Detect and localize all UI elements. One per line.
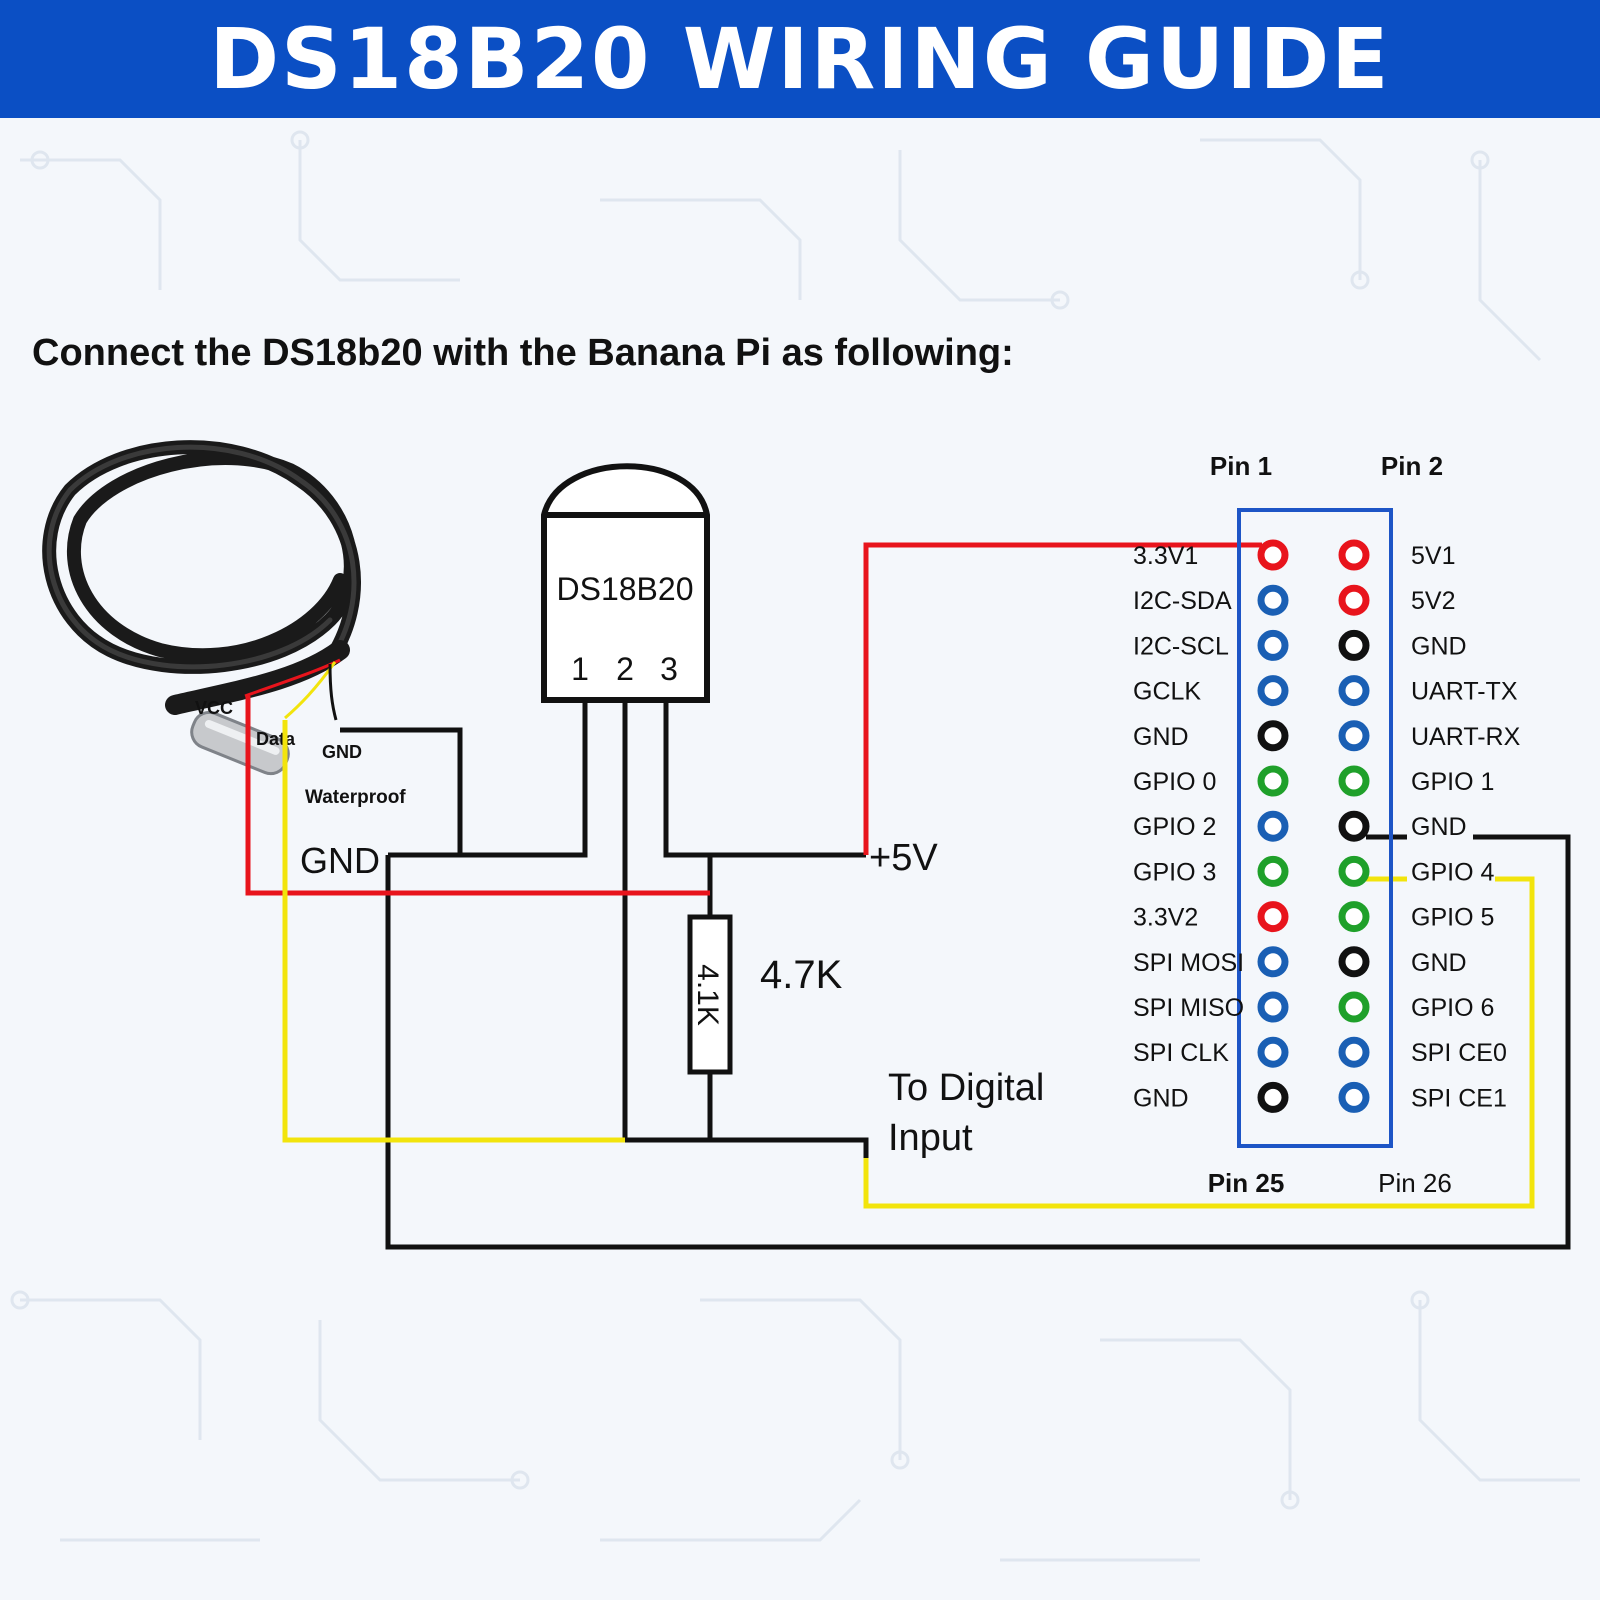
gpio-pin-right-13	[1338, 1081, 1370, 1113]
instruction-text: Connect the DS18b20 with the Banana Pi a…	[32, 332, 1014, 374]
gpio-pin-left-4	[1257, 675, 1289, 707]
gpio-right-label: GND	[1411, 949, 1467, 977]
gpio-pin-right-6	[1338, 765, 1370, 797]
gpio-pin-left-13	[1257, 1081, 1289, 1113]
gpio-right-label: GPIO 1	[1411, 768, 1494, 796]
gpio-pin2-label: Pin 2	[1381, 451, 1443, 481]
probe-vcc-label: VCC	[195, 698, 233, 718]
gpio-pin-left-5	[1257, 720, 1289, 752]
gpio-pin-left-12	[1257, 1036, 1289, 1068]
gpio-left-label: GND	[1133, 1084, 1189, 1112]
gpio-pin-left-10	[1257, 946, 1289, 978]
sensor-pin-wires	[622, 700, 869, 1158]
gnd-label: GND	[300, 840, 380, 881]
gpio-left-label: GPIO 0	[1133, 768, 1216, 796]
gpio-pin-right-12	[1338, 1036, 1370, 1068]
gpio-pin-left-6	[1257, 765, 1289, 797]
power-wire	[245, 542, 1262, 896]
gpio-pin-right-10	[1338, 946, 1370, 978]
resistor-body-label: 4.1K	[691, 964, 724, 1026]
gpio-left-label: GPIO 2	[1133, 813, 1216, 841]
gpio-pin-right-4	[1338, 675, 1370, 707]
gpio-left-label: SPI CLK	[1133, 1039, 1229, 1067]
gpio-right-label: GND	[1411, 813, 1467, 841]
gpio-left-label: SPI MISO	[1133, 994, 1244, 1022]
gpio-left-label: 3.3V2	[1133, 904, 1198, 932]
gpio-header-outline	[1237, 508, 1393, 1148]
gpio-pin-right-9	[1338, 901, 1370, 933]
resistor-value-label: 4.7K	[760, 953, 843, 997]
title-banner: DS18B20 WIRING GUIDE	[0, 0, 1600, 118]
ds18b20-sensor	[541, 463, 710, 703]
gpio-right-label: SPI CE1	[1411, 1084, 1507, 1112]
data-wire	[282, 720, 1535, 1209]
gpio-pin-right-3	[1338, 629, 1370, 661]
gpio-pin25-label: Pin 25	[1208, 1168, 1285, 1198]
gpio-left-label: 3.3V1	[1133, 542, 1198, 570]
sensor-name-label: DS18B20	[557, 571, 694, 607]
gpio-left-label: GND	[1133, 723, 1189, 751]
gpio-left-label: I2C-SCL	[1133, 632, 1229, 660]
gpio-pin-right-1	[1338, 539, 1370, 571]
gpio-pin-left-2	[1257, 584, 1289, 616]
sensor-pin-3-label: 3	[660, 651, 678, 687]
gpio-right-label: SPI CE0	[1411, 1039, 1507, 1067]
gpio-pin1-label: Pin 1	[1210, 451, 1272, 481]
sensor-pin-2-label: 2	[616, 651, 634, 687]
probe-waterproof-label: Waterproof	[305, 787, 406, 808]
gpio-right-label: GPIO 6	[1411, 994, 1494, 1022]
waterproof-probe-cable	[42, 440, 361, 715]
gpio-right-label: GPIO 4	[1411, 858, 1494, 886]
digital-input-label-line2: Input	[888, 1117, 973, 1159]
gpio-pin-right-8	[1338, 855, 1370, 887]
ground-wire	[340, 700, 1571, 1250]
gpio-pin-left-1	[1257, 539, 1289, 571]
gpio-left-label: GPIO 3	[1133, 858, 1216, 886]
gpio-right-label: GPIO 5	[1411, 904, 1494, 932]
probe-data-label: Data	[256, 729, 296, 749]
gpio-left-label: I2C-SDA	[1133, 587, 1232, 615]
gpio-right-label: UART-RX	[1411, 723, 1521, 751]
gpio-pin-right-11	[1338, 991, 1370, 1023]
gpio-pin-left-8	[1257, 855, 1289, 887]
gpio-pin-right-5	[1338, 720, 1370, 752]
gpio-pin-right-2	[1338, 584, 1370, 616]
sensor-pin-1-label: 1	[571, 651, 589, 687]
gpio-left-label: GCLK	[1133, 678, 1201, 706]
gpio-right-label: GND	[1411, 632, 1467, 660]
gpio-pin-right-7	[1338, 810, 1370, 842]
gpio-right-label: 5V2	[1411, 587, 1455, 615]
gpio-pin-left-3	[1257, 629, 1289, 661]
gpio-pin-left-9	[1257, 901, 1289, 933]
pullup-resistor	[687, 914, 733, 1075]
circuit-background-pattern	[10, 130, 1580, 1562]
gpio-left-label: SPI MOSI	[1133, 949, 1244, 977]
probe-gnd-label: GND	[322, 742, 362, 762]
page-title: DS18B20 WIRING GUIDE	[209, 10, 1391, 108]
gpio-pin-left-7	[1257, 810, 1289, 842]
gpio-right-label: 5V1	[1411, 542, 1455, 570]
gpio-pin26-label: Pin 26	[1378, 1168, 1452, 1198]
probe-lead-wires	[244, 658, 341, 721]
digital-input-label-line1: To Digital	[888, 1067, 1044, 1109]
gpio-pin-left-11	[1257, 991, 1289, 1023]
plus-5v-label: +5V	[869, 837, 938, 879]
gpio-right-label: UART-TX	[1411, 678, 1518, 706]
